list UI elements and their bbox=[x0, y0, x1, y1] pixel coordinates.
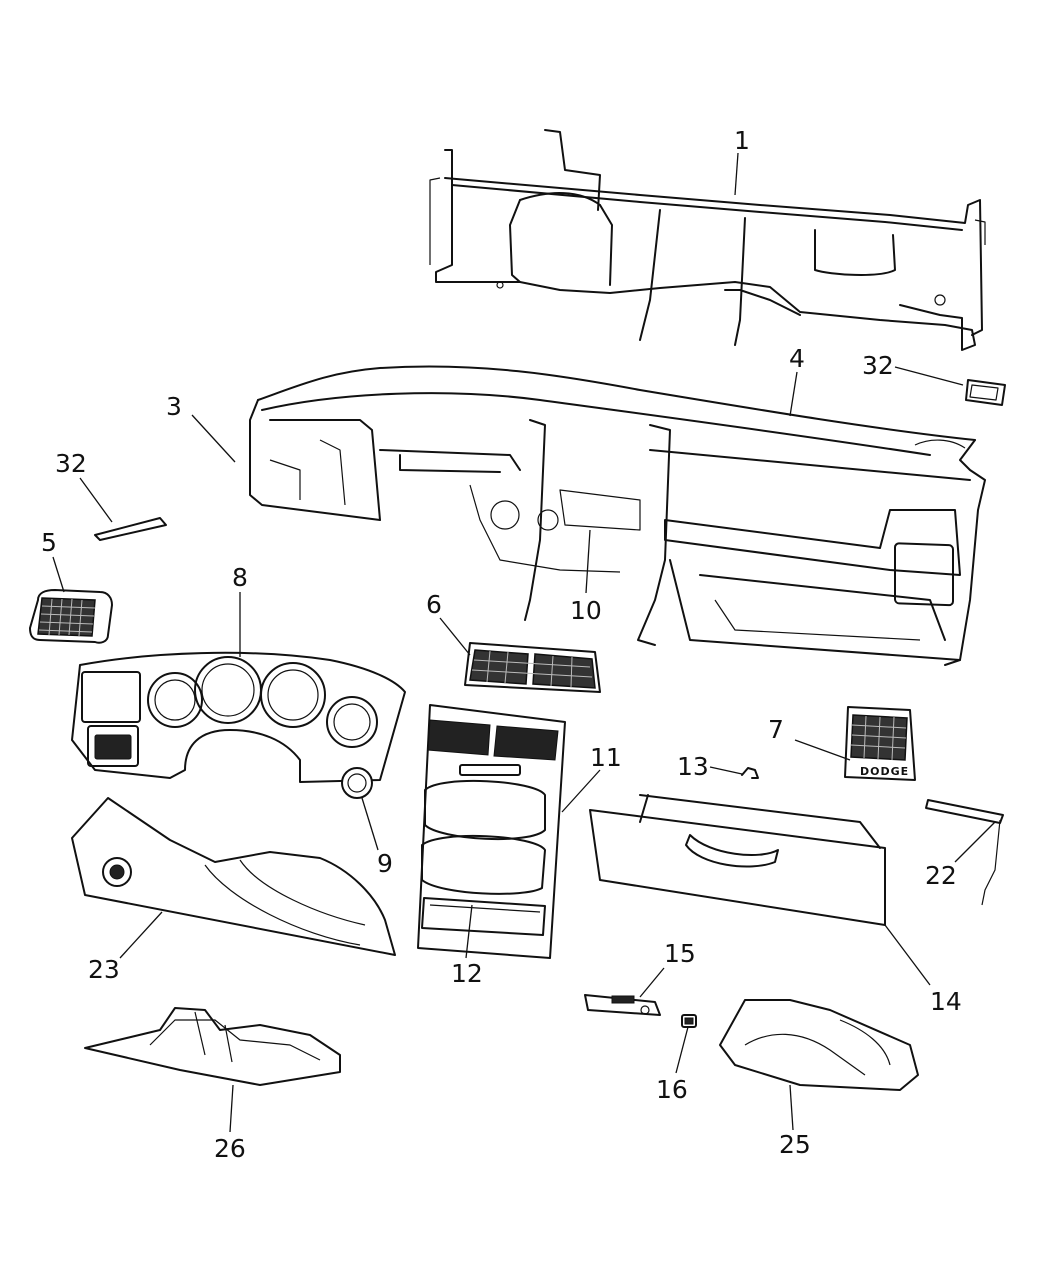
badge-text: DODGE bbox=[860, 765, 909, 778]
part-5-air-vent-left bbox=[29, 589, 113, 644]
callout-6: 6 bbox=[426, 590, 442, 619]
callout-7: 7 bbox=[768, 715, 784, 744]
callout-32-left: 32 bbox=[55, 449, 87, 478]
callout-25: 25 bbox=[779, 1130, 811, 1159]
part-12-storage-bin bbox=[429, 904, 541, 913]
callout-10: 10 bbox=[570, 596, 602, 625]
part-13-clip bbox=[741, 767, 759, 779]
callout-4: 4 bbox=[789, 344, 805, 373]
callout-5: 5 bbox=[41, 528, 57, 557]
leader-lines bbox=[52, 152, 996, 1133]
callout-14: 14 bbox=[930, 987, 962, 1016]
callout-11: 11 bbox=[590, 743, 622, 772]
part-1-cross-car-beam bbox=[429, 129, 986, 351]
part-26-silencer-left bbox=[84, 1007, 341, 1086]
callout-13: 13 bbox=[677, 752, 709, 781]
part-22-trim-strip bbox=[925, 799, 1004, 906]
callout-numbers: 1 3 4 32 32 5 8 6 10 7 11 13 9 22 23 12 … bbox=[41, 126, 962, 1163]
callout-22: 22 bbox=[925, 861, 957, 890]
callout-12: 12 bbox=[451, 959, 483, 988]
part-23-lower-cover bbox=[71, 797, 396, 956]
part-14-glove-box bbox=[589, 794, 886, 926]
part-4-instrument-panel bbox=[249, 365, 986, 666]
callout-15: 15 bbox=[664, 939, 696, 968]
part-15-latch bbox=[584, 994, 661, 1016]
part-32-trim-strip-left bbox=[94, 517, 167, 541]
callout-26: 26 bbox=[214, 1134, 246, 1163]
part-32-vent-bezel-right bbox=[965, 379, 1006, 406]
callout-8: 8 bbox=[232, 563, 248, 592]
callout-23: 23 bbox=[88, 955, 120, 984]
callout-9: 9 bbox=[377, 849, 393, 878]
part-11-center-stack-bezel bbox=[417, 704, 566, 959]
part-6-air-vent-center bbox=[464, 642, 601, 693]
part-25-silencer-right bbox=[719, 999, 919, 1091]
part-16-fastener bbox=[681, 1014, 697, 1028]
callout-1: 1 bbox=[734, 126, 750, 155]
part-8-cluster-bezel bbox=[71, 651, 406, 783]
callout-16: 16 bbox=[656, 1075, 688, 1104]
callout-3: 3 bbox=[166, 392, 182, 421]
part-9-switch-knob bbox=[341, 767, 373, 799]
callout-32-right: 32 bbox=[862, 351, 894, 380]
part-7-badge-vent: DODGE bbox=[844, 706, 916, 781]
